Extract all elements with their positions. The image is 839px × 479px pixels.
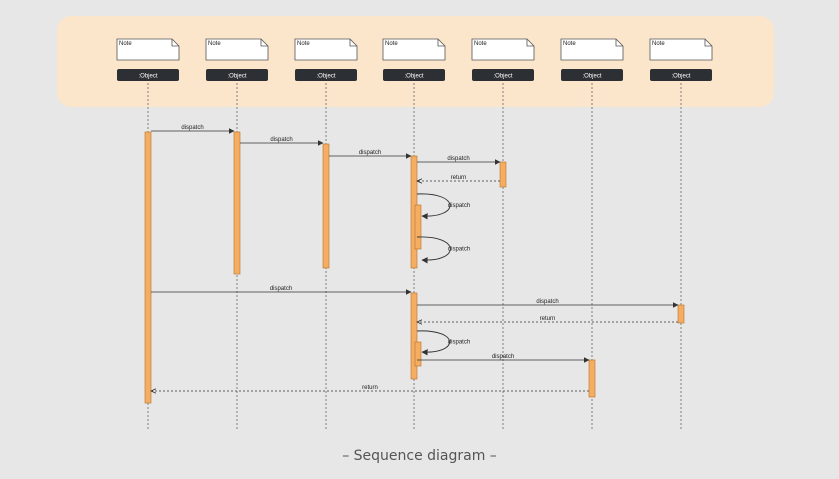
object-label: :Object — [227, 74, 246, 80]
message-12: dispatch — [417, 354, 590, 363]
note-label: Note — [119, 41, 132, 47]
diagram-caption: – Sequence diagram – — [342, 448, 497, 464]
note-fold — [260, 39, 268, 47]
message-1: dispatch — [151, 125, 235, 134]
message-label: return — [362, 385, 378, 391]
note-fold — [526, 39, 534, 47]
activation-bar — [144, 131, 152, 404]
object-box[interactable] — [472, 69, 534, 81]
note-shape[interactable] — [382, 38, 446, 61]
note-shape[interactable] — [294, 38, 358, 61]
message-6: dispatch — [416, 193, 470, 220]
message-label: dispatch — [447, 156, 469, 162]
message-label: dispatch — [270, 286, 292, 292]
message-10: return — [417, 316, 678, 322]
self-message-arrow — [416, 236, 451, 264]
note-fold — [615, 39, 623, 47]
message-label: dispatch — [181, 125, 203, 131]
message-4: dispatch — [417, 156, 501, 165]
message-7: dispatch — [416, 236, 470, 264]
object-label: :Object — [493, 74, 512, 80]
note-label: Note — [297, 41, 310, 47]
object-label: :Object — [138, 74, 157, 80]
lifeline-3: Note :Object — [294, 38, 358, 430]
message-5: return — [417, 175, 500, 181]
message-8: dispatch — [151, 286, 412, 295]
activations-layer — [144, 131, 685, 404]
object-box[interactable] — [117, 69, 179, 81]
object-box[interactable] — [561, 69, 623, 81]
header-panel — [57, 16, 774, 107]
message-label: dispatch — [448, 247, 470, 253]
self-message-arrow — [416, 193, 451, 220]
note-shape[interactable] — [649, 38, 713, 61]
activation-bar — [414, 204, 422, 250]
message-11: dispatch — [416, 330, 470, 356]
message-label: dispatch — [492, 354, 514, 360]
message-2: dispatch — [240, 137, 324, 146]
self-message-arrow — [416, 330, 450, 356]
message-label: dispatch — [270, 137, 292, 143]
message-3: dispatch — [329, 150, 412, 159]
note-label: Note — [208, 41, 221, 47]
activation-bar — [410, 292, 418, 380]
note-label: Note — [474, 41, 487, 47]
note-fold — [171, 39, 179, 47]
note-fold — [437, 39, 445, 47]
note-fold — [349, 39, 357, 47]
message-label: dispatch — [536, 299, 558, 305]
activation-bar — [322, 143, 330, 269]
object-box[interactable] — [650, 69, 712, 81]
lifeline-7: Note :Object — [649, 38, 713, 430]
note-label: Note — [652, 41, 665, 47]
object-box[interactable] — [383, 69, 445, 81]
lifeline-6: Note :Object — [560, 38, 624, 430]
note-label: Note — [563, 41, 576, 47]
object-label: :Object — [671, 74, 690, 80]
message-13: return — [151, 385, 589, 391]
note-shape[interactable] — [560, 38, 624, 61]
message-label: dispatch — [448, 340, 470, 346]
message-label: return — [540, 316, 556, 322]
activation-bar — [677, 304, 685, 324]
lifeline-2: Note :Object — [205, 38, 269, 430]
message-label: dispatch — [448, 203, 470, 209]
lifeline-5: Note :Object — [471, 38, 535, 430]
object-label: :Object — [582, 74, 601, 80]
message-9: dispatch — [417, 299, 679, 308]
note-fold — [704, 39, 712, 47]
note-label: Note — [385, 41, 398, 47]
object-label: :Object — [404, 74, 423, 80]
activation-bar — [499, 161, 507, 188]
lifelines-layer: Note :Object Note :Object Note :Object Note :Ob… — [116, 38, 713, 430]
message-label: dispatch — [359, 150, 381, 156]
object-box[interactable] — [295, 69, 357, 81]
activation-bar — [414, 341, 422, 367]
note-shape[interactable] — [116, 38, 180, 61]
activation-bar — [233, 131, 241, 275]
messages-layer: dispatch dispatch dispatch dispatch return di… — [151, 125, 679, 391]
message-label: return — [451, 175, 467, 181]
object-box[interactable] — [206, 69, 268, 81]
object-label: :Object — [316, 74, 335, 80]
note-shape[interactable] — [205, 38, 269, 61]
activation-bar — [588, 359, 596, 398]
note-shape[interactable] — [471, 38, 535, 61]
